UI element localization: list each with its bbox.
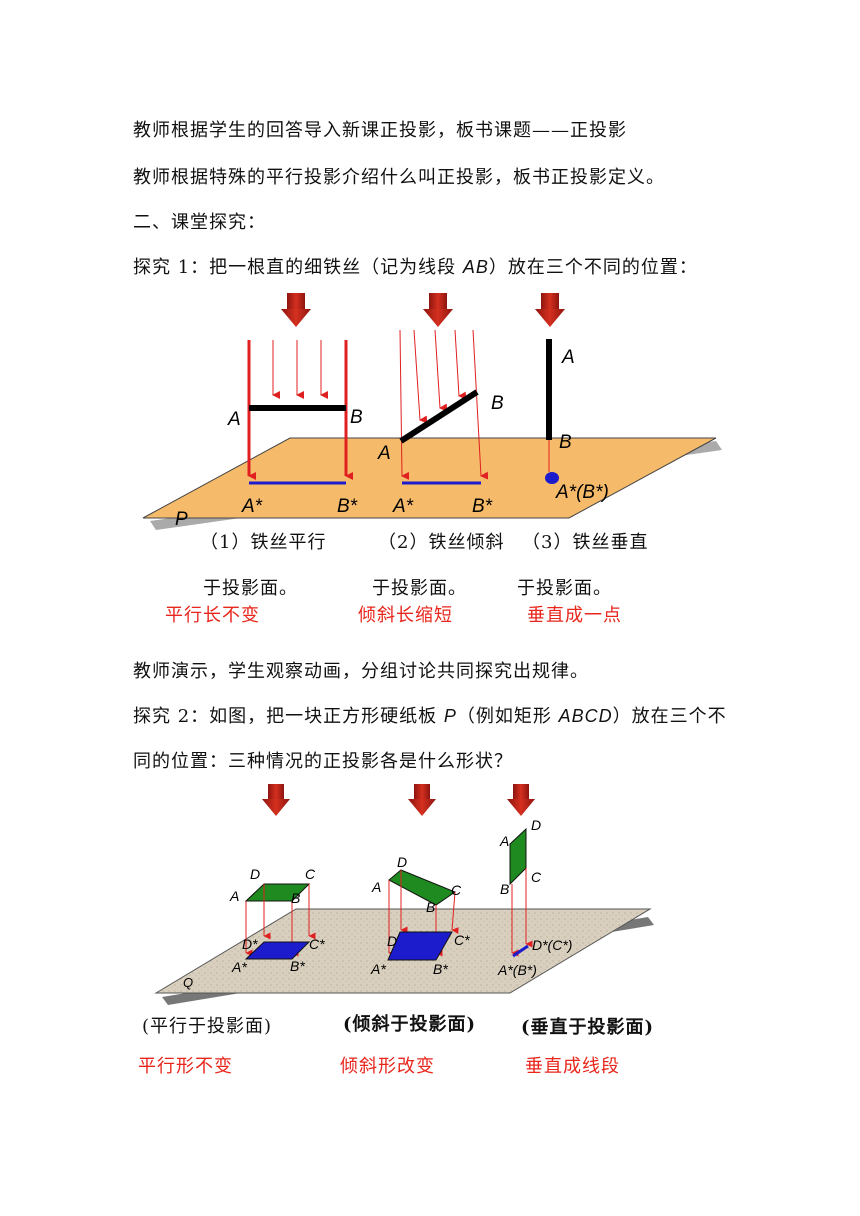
big-down-arrow-icon — [408, 784, 436, 816]
result-wire-perpendicular: 垂直成一点 — [527, 605, 622, 626]
card-perpendicular — [509, 827, 527, 886]
paragraph-explore-1: 探究 1：把一根直的细铁丝（记为线段 AB）放在三个不同的位置： — [133, 253, 698, 279]
caption-wire-inclined-2: 于投影面。 — [372, 578, 467, 599]
label-b-star: B* — [472, 496, 493, 517]
big-down-arrow-icon — [262, 784, 290, 816]
label-c-star: C* — [454, 932, 470, 948]
big-down-arrow-icon — [281, 293, 311, 327]
label-b: B — [291, 890, 300, 906]
label-b: B — [426, 899, 435, 915]
card-parallel — [244, 883, 311, 902]
label-b-star: B* — [337, 496, 358, 517]
plane-shadow — [162, 917, 654, 1005]
caption-card-perpendicular: (垂直于投影面) — [521, 1017, 655, 1038]
explore-2-text-end: ）放在三个不 — [612, 706, 727, 727]
paragraph-question: 同的位置：三种情况的正投影各是什么形状？ — [133, 751, 513, 772]
label-a: A — [561, 347, 575, 368]
label-a: A — [499, 833, 509, 849]
label-ab-star: A*(B*) — [555, 482, 609, 503]
caption-wire-parallel: （1）铁丝平行 — [200, 532, 327, 553]
label-c: C — [305, 866, 316, 882]
result-card-inclined: 倾斜形改变 — [340, 1056, 435, 1077]
label-a: A — [227, 409, 241, 430]
label-a-star: A* — [241, 496, 263, 517]
result-card-perpendicular: 垂直成线段 — [525, 1056, 620, 1077]
caption-card-inclined: (倾斜于投影面) — [343, 1014, 477, 1035]
projection-plane — [142, 437, 717, 519]
label-b: B — [350, 407, 363, 428]
label-d: D — [397, 854, 407, 870]
result-wire-inclined: 倾斜长缩短 — [358, 605, 453, 626]
label-d: D — [387, 933, 397, 949]
label-b: B — [559, 432, 572, 453]
label-b: B — [491, 393, 504, 414]
caption-wire-perpendicular-2: 于投影面。 — [517, 578, 612, 599]
projection-rays-card-2 — [388, 870, 459, 957]
big-down-arrow-icon — [423, 293, 453, 327]
label-plane-p: P — [175, 509, 188, 530]
var-abcd: ABCD — [558, 706, 613, 726]
wire-inclined — [399, 389, 479, 444]
label-a-star: A* — [231, 959, 247, 975]
label-c-star: C* — [309, 936, 325, 952]
label-b-star: B* — [290, 958, 305, 974]
card-inclined — [388, 869, 457, 906]
card-parallel-projection — [244, 941, 311, 960]
explore-2-text: 探究 2：如图，把一块正方形硬纸板 — [133, 706, 444, 727]
card-inclined-projection — [387, 931, 453, 961]
label-a-star: A* — [392, 496, 414, 517]
label-b-star: B* — [433, 961, 448, 977]
caption-wire-parallel-2: 于投影面。 — [203, 578, 298, 599]
result-wire-parallel: 平行长不变 — [165, 605, 260, 626]
card-perpendicular-projection — [512, 944, 529, 958]
figure-wire-projection: A B A* B* A B A* B* A B A*(B*) P — [142, 293, 722, 530]
explore-1-text: 探究 1：把一根直的细铁丝（记为线段 — [133, 257, 463, 278]
label-a: A — [229, 888, 239, 904]
explore-1-text-end: ）放在三个不同的位置： — [488, 257, 698, 278]
projection-rays-card-3 — [511, 868, 533, 957]
label-a: A — [377, 443, 391, 464]
label-c: C — [531, 869, 542, 885]
big-down-arrow-icon — [507, 784, 535, 816]
label-d: D — [250, 866, 260, 882]
paragraph-explore-2: 探究 2：如图，把一块正方形硬纸板 P（例如矩形 ABCD）放在三个不 — [133, 702, 727, 728]
big-down-arrow-icon — [535, 293, 565, 327]
label-c: C — [451, 882, 462, 898]
label-d: D — [531, 817, 541, 833]
section-heading: 二、课堂探究： — [133, 212, 266, 233]
result-card-parallel: 平行形不变 — [138, 1056, 233, 1077]
paragraph-definition: 教师根据特殊的平行投影介绍什么叫正投影，板书正投影定义。 — [133, 167, 665, 188]
label-a: A — [371, 879, 381, 895]
paragraph-intro: 教师根据学生的回答导入新课正投影，板书课题——正投影 — [133, 120, 627, 141]
label-ab-star: A*(B*) — [497, 962, 537, 978]
var-p: P — [443, 706, 457, 726]
projection-rays-2 — [399, 329, 489, 480]
explore-2-text-mid: （例如矩形 — [456, 706, 559, 727]
caption-card-parallel: (平行于投影面) — [142, 1016, 273, 1037]
label-b: B — [500, 881, 509, 897]
label-plane-q: Q — [183, 975, 193, 990]
paragraph-demo: 教师演示，学生观察动画，分组讨论共同探究出规律。 — [133, 661, 589, 682]
var-ab: AB — [462, 257, 489, 277]
label-a-star: A* — [370, 961, 386, 977]
projection-rays-card-1 — [245, 884, 316, 957]
caption-wire-inclined: （2）铁丝倾斜 — [378, 532, 505, 553]
projection-plane-q — [154, 908, 652, 994]
label-d-star: D* — [242, 936, 258, 952]
caption-wire-perpendicular: （3）铁丝垂直 — [522, 532, 649, 553]
projection-point — [545, 472, 559, 484]
label-dc-star: D*(C*) — [532, 937, 572, 953]
